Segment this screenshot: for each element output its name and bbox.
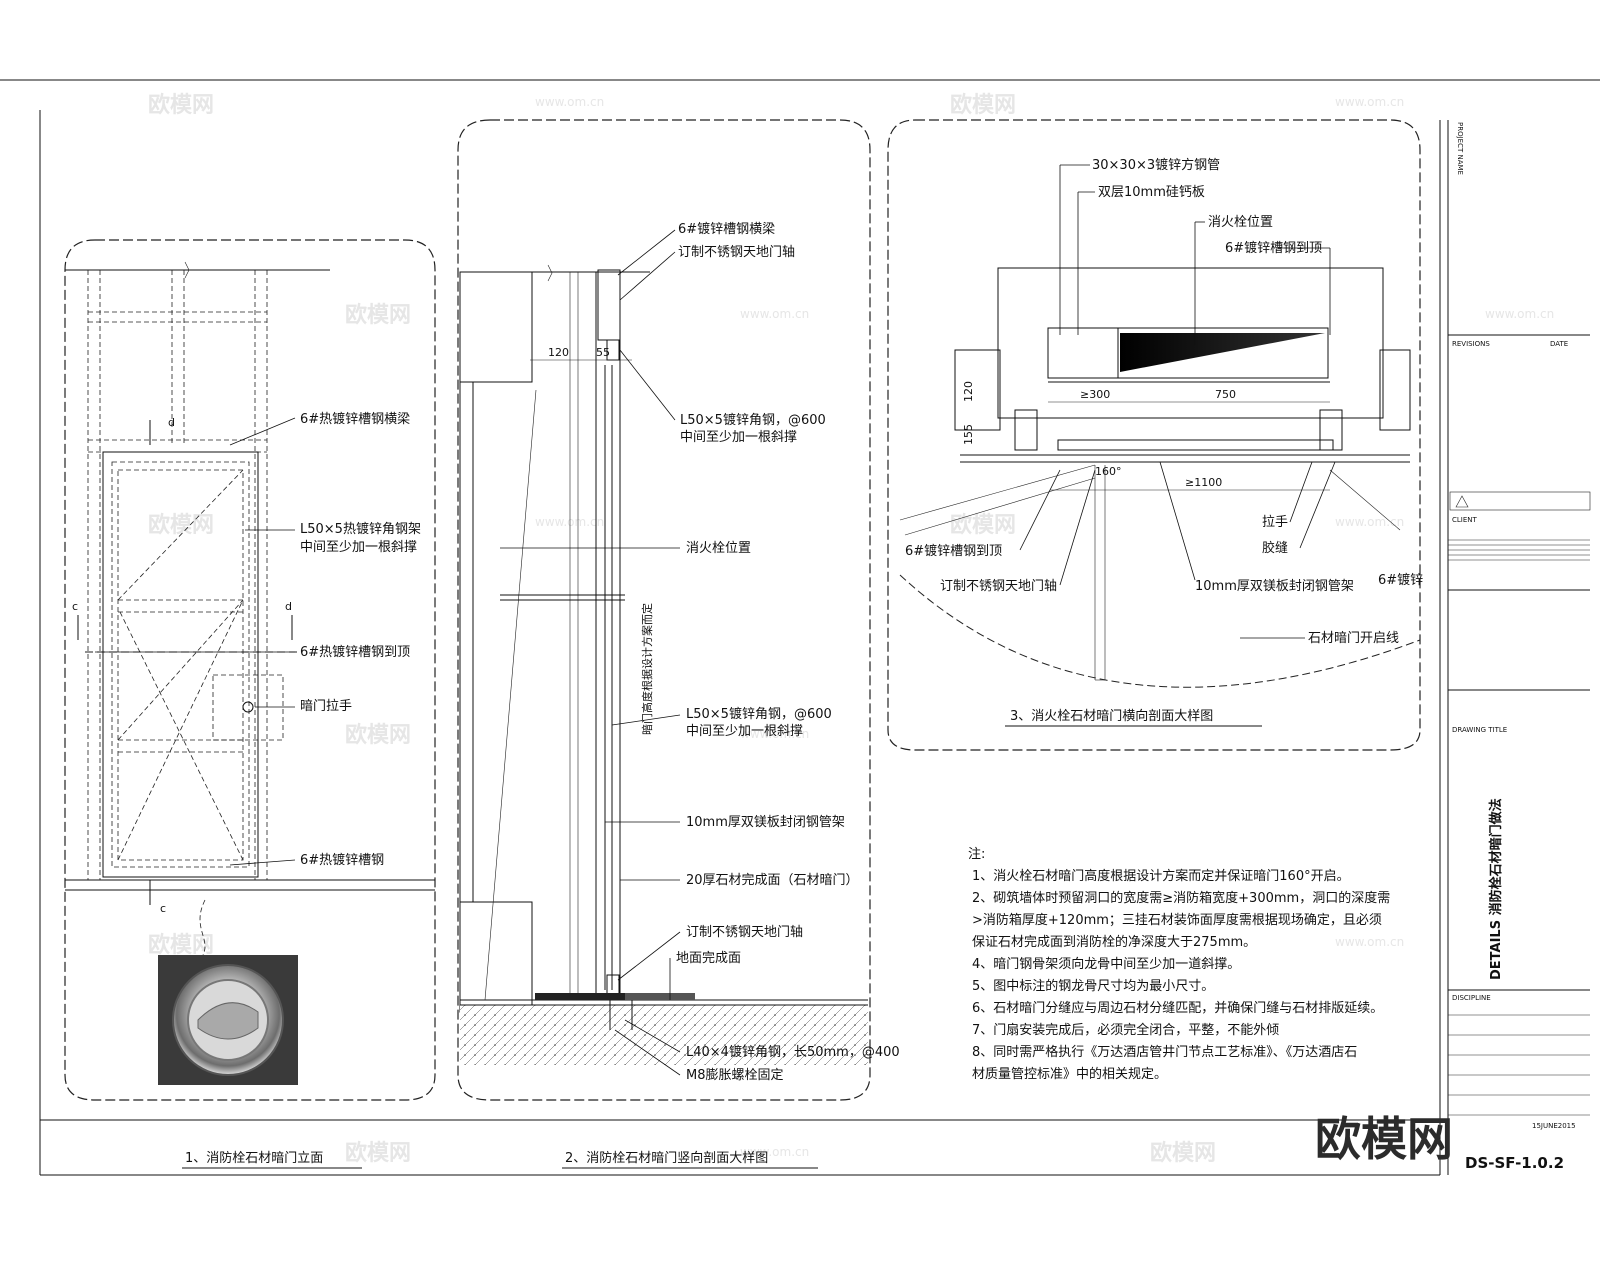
svg-text:暗门拉手: 暗门拉手 [300, 699, 352, 714]
svg-text:欧模网: 欧模网 [1315, 1112, 1453, 1166]
svg-text:DRAWING TITLE: DRAWING TITLE [1452, 726, 1507, 734]
svg-text:中间至少加一根斜撑: 中间至少加一根斜撑 [680, 430, 797, 445]
svg-text:中间至少加一根斜撑: 中间至少加一根斜撑 [300, 540, 417, 555]
svg-text:欧模网: 欧模网 [1150, 1140, 1216, 1166]
svg-text:30×30×3镀锌方钢管: 30×30×3镀锌方钢管 [1092, 157, 1220, 173]
svg-text:DS-SF-1.0.2: DS-SF-1.0.2 [1465, 1154, 1564, 1172]
svg-text:CLIENT: CLIENT [1452, 516, 1478, 524]
svg-text:2、砌筑墙体时预留洞口的宽度需≥消防箱宽度+300mm，洞口: 2、砌筑墙体时预留洞口的宽度需≥消防箱宽度+300mm，洞口的深度需 [972, 890, 1390, 906]
svg-text:欧模网: 欧模网 [345, 302, 411, 328]
svg-text:155: 155 [962, 424, 975, 445]
svg-text:L50×5镀锌角钢，@600: L50×5镀锌角钢，@600 [686, 706, 832, 722]
svg-text:订制不锈钢天地门轴: 订制不锈钢天地门轴 [686, 925, 803, 940]
svg-text:1、消火栓石材暗门高度根据设计方案而定并保证暗门160°开启: 1、消火栓石材暗门高度根据设计方案而定并保证暗门160°开启。 [972, 868, 1350, 884]
svg-text:欧模网: 欧模网 [950, 92, 1016, 118]
svg-text:7、门扇安装完成后，必须完全闭合，平整，不能外倾: 7、门扇安装完成后，必须完全闭合，平整，不能外倾 [972, 1022, 1279, 1038]
svg-text:≥1100: ≥1100 [1185, 476, 1222, 489]
svg-text:DATE: DATE [1550, 340, 1568, 348]
svg-text:6#镀锌槽钢横梁: 6#镀锌槽钢横梁 [678, 221, 775, 237]
svg-text:3、消火栓石材暗门横向剖面大样图: 3、消火栓石材暗门横向剖面大样图 [1010, 708, 1213, 724]
svg-text:www.om.cn: www.om.cn [535, 95, 604, 109]
svg-text:10mm厚双镁板封闭钢管架: 10mm厚双镁板封闭钢管架 [686, 815, 845, 830]
svg-text:120: 120 [962, 381, 975, 402]
svg-text:双层10mm硅钙板: 双层10mm硅钙板 [1098, 185, 1205, 200]
svg-text:www.om.cn: www.om.cn [1335, 515, 1404, 529]
svg-text:PROJECT NAME: PROJECT NAME [1456, 122, 1464, 175]
svg-text:REVISIONS: REVISIONS [1452, 340, 1490, 348]
svg-text:DETAILS 消防栓石材暗门做法: DETAILS 消防栓石材暗门做法 [1488, 798, 1504, 980]
svg-text:d: d [168, 416, 175, 429]
svg-text:750: 750 [1215, 388, 1236, 401]
svg-text:160°: 160° [1095, 465, 1122, 478]
svg-text:拉手: 拉手 [1262, 515, 1288, 530]
title-block: PROJECT NAME REVISIONS DATE CLIENT DRAWI… [1315, 120, 1591, 1175]
svg-text:订制不锈钢天地门轴: 订制不锈钢天地门轴 [940, 579, 1057, 594]
drawing-elevation: d c c d 6#热镀锌槽钢横梁 L50×5热镀锌角钢架 中间至少加一根斜撑 … [64, 239, 436, 1101]
svg-text:1、消防栓石材暗门立面: 1、消防栓石材暗门立面 [185, 1150, 323, 1166]
svg-text:M8膨胀螺栓固定: M8膨胀螺栓固定 [686, 1068, 784, 1083]
drawing-titles: 1、消防栓石材暗门立面 2、消防栓石材暗门竖向剖面大样图 3、消火栓石材暗门横向… [182, 708, 1262, 1169]
svg-text:欧模网: 欧模网 [148, 512, 214, 538]
svg-text:注:: 注: [968, 847, 985, 862]
drawing-vertical-section: 120 55 暗门高度根据设计方案而定 6#镀锌槽钢横梁 订制不锈钢天地门轴 L… [457, 119, 900, 1101]
svg-text:暗门高度根据设计方案而定: 暗门高度根据设计方案而定 [640, 603, 654, 735]
svg-text:10mm厚双镁板封闭钢管架: 10mm厚双镁板封闭钢管架 [1195, 579, 1354, 594]
svg-text:www.om.cn: www.om.cn [1335, 95, 1404, 109]
svg-text:≥300: ≥300 [1080, 388, 1110, 401]
svg-text:15JUNE2015: 15JUNE2015 [1532, 1122, 1576, 1130]
svg-text:6#热镀锌槽钢到顶: 6#热镀锌槽钢到顶 [300, 644, 410, 660]
svg-text:55: 55 [596, 346, 610, 359]
svg-text:8、同时需严格执行《万达酒店管井门节点工艺标准》、《万达酒店: 8、同时需严格执行《万达酒店管井门节点工艺标准》、《万达酒店石 [972, 1044, 1357, 1060]
svg-text:20厚石材完成面（石材暗门）: 20厚石材完成面（石材暗门） [686, 873, 859, 888]
svg-text:欧模网: 欧模网 [345, 722, 411, 748]
svg-text:L40×4镀锌角钢，长50mm，@400: L40×4镀锌角钢，长50mm，@400 [686, 1044, 900, 1060]
handle-photo [158, 955, 298, 1085]
svg-text:欧模网: 欧模网 [950, 512, 1016, 538]
svg-text:L50×5镀锌角钢，@600: L50×5镀锌角钢，@600 [680, 412, 826, 428]
svg-text:欧模网: 欧模网 [148, 92, 214, 118]
svg-text:www.om.cn: www.om.cn [1335, 935, 1404, 949]
svg-text:6、石材暗门分缝应与周边石材分缝匹配，并确保门缝与石材排版延: 6、石材暗门分缝应与周边石材分缝匹配，并确保门缝与石材排版延续。 [972, 1000, 1383, 1016]
svg-text:欧模网: 欧模网 [148, 932, 214, 958]
svg-text:地面完成面: 地面完成面 [676, 951, 741, 966]
drawing-horizontal-section: ≥300 750 120 155 ≥1100 160° 30×30×3镀锌方钢管… [887, 119, 1423, 751]
svg-text:6#热镀锌槽钢: 6#热镀锌槽钢 [300, 852, 384, 868]
svg-text:保证石材完成面到消防栓的净深度大于275mm。: 保证石材完成面到消防栓的净深度大于275mm。 [972, 934, 1256, 950]
svg-text:>消防箱厚度+120mm；三挂石材装饰面厚度需根据现场确定，: >消防箱厚度+120mm；三挂石材装饰面厚度需根据现场确定，且必须 [972, 912, 1382, 928]
svg-text:6#镀锌: 6#镀锌 [1378, 572, 1423, 588]
svg-text:胶缝: 胶缝 [1262, 540, 1288, 556]
svg-text:欧模网: 欧模网 [345, 1140, 411, 1166]
watermarks: 欧模网 www.om.cn 欧模网 www.om.cn 欧模网 www.om.c… [148, 92, 1554, 1166]
notes-block: 注: 1、消火栓石材暗门高度根据设计方案而定并保证暗门160°开启。 2、砌筑墙… [968, 847, 1390, 1082]
svg-text:5、图中标注的钢龙骨尺寸均为最小尺寸。: 5、图中标注的钢龙骨尺寸均为最小尺寸。 [972, 978, 1214, 994]
svg-text:120: 120 [548, 346, 569, 359]
svg-text:DISCIPLINE: DISCIPLINE [1452, 994, 1491, 1002]
svg-text:2、消防栓石材暗门竖向剖面大样图: 2、消防栓石材暗门竖向剖面大样图 [565, 1150, 768, 1166]
svg-text:c: c [72, 600, 78, 613]
svg-text:www.om.cn: www.om.cn [740, 727, 809, 741]
svg-text:消火栓位置: 消火栓位置 [686, 541, 751, 556]
svg-text:www.om.cn: www.om.cn [740, 307, 809, 321]
sheet-frame [0, 79, 1600, 1176]
svg-text:石材暗门开启线: 石材暗门开启线 [1308, 631, 1399, 646]
svg-text:d: d [285, 600, 292, 613]
svg-text:4、暗门钢骨架须向龙骨中间至少加一道斜撑。: 4、暗门钢骨架须向龙骨中间至少加一道斜撑。 [972, 956, 1240, 972]
svg-text:6#热镀锌槽钢横梁: 6#热镀锌槽钢横梁 [300, 411, 410, 427]
svg-text:c: c [160, 902, 166, 915]
svg-text:www.om.cn: www.om.cn [740, 1145, 809, 1159]
svg-text:材质量管控标准》中的相关规定。: 材质量管控标准》中的相关规定。 [972, 1066, 1167, 1082]
svg-text:6#镀锌槽钢到顶: 6#镀锌槽钢到顶 [1225, 240, 1322, 256]
svg-text:订制不锈钢天地门轴: 订制不锈钢天地门轴 [678, 245, 795, 260]
svg-text:6#镀锌槽钢到顶: 6#镀锌槽钢到顶 [905, 543, 1002, 559]
svg-text:消火栓位置: 消火栓位置 [1208, 215, 1273, 230]
svg-text:中间至少加一根斜撑: 中间至少加一根斜撑 [686, 724, 803, 739]
svg-text:www.om.cn: www.om.cn [1485, 307, 1554, 321]
svg-text:www.om.cn: www.om.cn [535, 515, 604, 529]
svg-text:L50×5热镀锌角钢架: L50×5热镀锌角钢架 [300, 521, 421, 537]
